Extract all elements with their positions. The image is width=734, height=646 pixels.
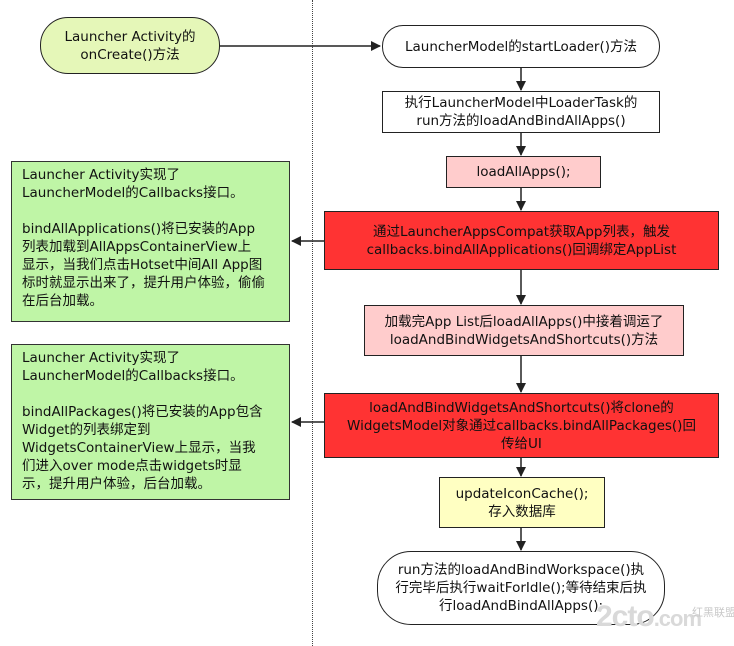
bind-all-applications-note: Launcher Activity实现了 LauncherModel的Callb… bbox=[11, 161, 290, 322]
watermark-logo: 2cto.com 红黑联盟 bbox=[596, 600, 734, 634]
get-app-list-node: 通过LauncherAppsCompat获取App列表，触发 callbacks… bbox=[324, 211, 719, 270]
load-all-apps-node: loadAllApps(); bbox=[446, 156, 601, 188]
loader-task-node: 执行LauncherModel中LoaderTask的 run方法的loadAn… bbox=[382, 91, 660, 133]
dotted-divider bbox=[312, 0, 313, 646]
bind-widgets-shortcuts-node: 加载完App List后loadAllApps()中接着调运了 loadAndB… bbox=[364, 305, 684, 356]
watermark-sub: 红黑联盟 bbox=[692, 607, 734, 619]
launcher-oncreate-node: Launcher Activity的 onCreate()方法 bbox=[40, 17, 220, 74]
bind-all-packages-note: Launcher Activity实现了 LauncherModel的Callb… bbox=[11, 344, 290, 500]
bind-workspace-node: run方法的loadAndBindWorkspace()执 行完毕后执行wait… bbox=[377, 551, 665, 625]
clone-widgets-model-node: loadAndBindWidgetsAndShortcuts()将clone的 … bbox=[324, 393, 719, 458]
update-icon-cache-node: updateIconCache(); 存入数据库 bbox=[439, 477, 605, 528]
watermark-main: 2cto bbox=[596, 600, 655, 633]
start-loader-node: LauncherModel的startLoader()方法 bbox=[382, 25, 660, 68]
watermark-domain: .com bbox=[653, 606, 702, 631]
